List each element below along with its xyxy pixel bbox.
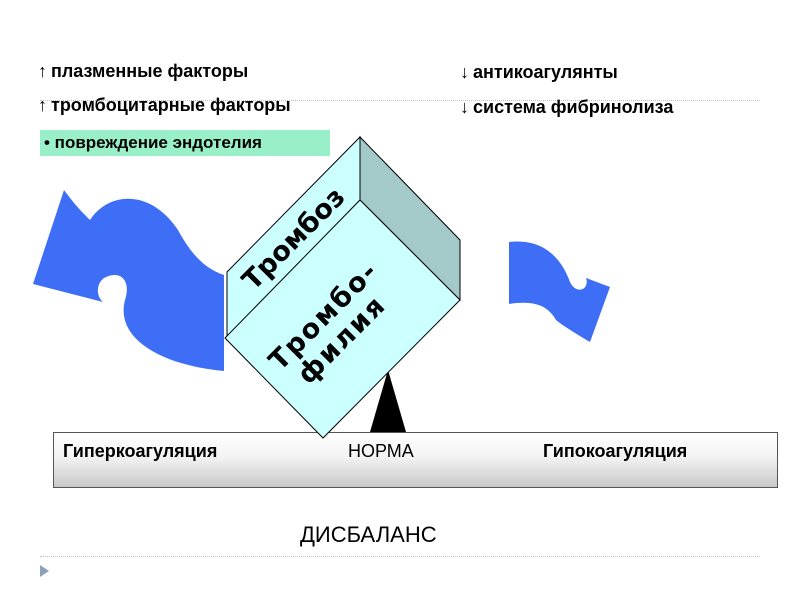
left-factor-platelet: ↑тромбоцитарные факторы — [38, 95, 291, 115]
imbalance-label: ДИСБАЛАНС — [300, 522, 437, 547]
left-factor-plasma: ↑плазменные факторы — [38, 61, 249, 81]
right-factor-fibrinolysis: ↓система фибринолиза — [460, 97, 674, 117]
coagulation-scale-bar — [53, 432, 778, 488]
endothelium-damage-label: • повреждение эндотелия — [40, 130, 330, 156]
right-factor-anticoagulants: ↓антикоагулянты — [460, 62, 618, 82]
slide-bullet-icon — [40, 565, 49, 577]
down-arrow-icon: ↓ — [460, 97, 469, 117]
cube-front-face — [224, 199, 461, 439]
right-wave-arrow-icon — [509, 241, 610, 342]
scale-label-hypercoagulation: Гиперкоагуляция — [63, 441, 218, 461]
up-arrow-icon: ↑ — [38, 95, 47, 115]
scale-label-norm: НОРМА — [348, 441, 414, 461]
fulcrum-triangle — [370, 370, 406, 432]
left-wave-arrow-icon — [33, 190, 224, 371]
up-arrow-icon: ↑ — [38, 61, 47, 81]
top-separator-line — [40, 100, 760, 101]
bottom-separator-line — [40, 556, 760, 557]
down-arrow-icon: ↓ — [460, 62, 469, 82]
scale-label-hypocoagulation: Гипокоагуляция — [543, 441, 688, 461]
